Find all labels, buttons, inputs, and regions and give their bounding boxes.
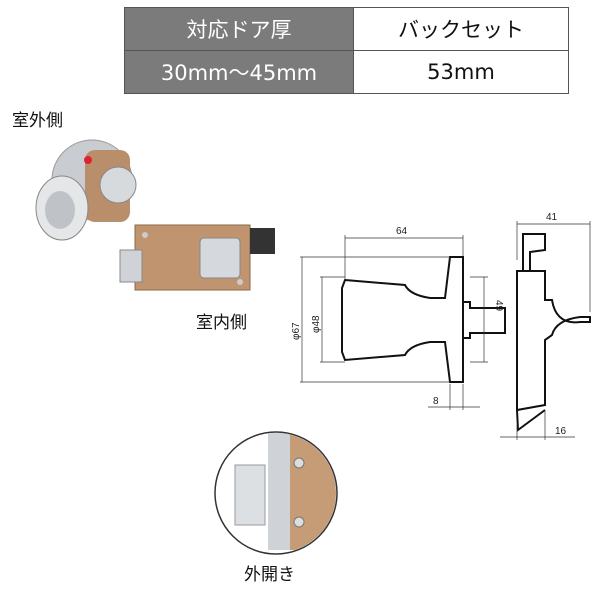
- dim-49: 49: [493, 300, 504, 312]
- spec-table: 対応ドア厚 バックセット 30mm〜45mm 53mm: [124, 7, 569, 94]
- dim-8: 8: [433, 396, 439, 407]
- technical-drawing: [341, 233, 591, 432]
- header-door-thickness: 対応ドア厚: [124, 7, 354, 51]
- outside-knob-photo: [35, 139, 137, 241]
- inside-latch-photo: [119, 224, 275, 291]
- dim-64: 64: [396, 226, 408, 237]
- dimension-lines: [300, 221, 591, 440]
- outward-open-detail: [214, 431, 338, 555]
- dim-41: 41: [546, 212, 558, 223]
- header-backset: バックセット: [353, 7, 569, 51]
- dim-phi67: φ67: [291, 322, 302, 340]
- value-door-thickness: 30mm〜45mm: [124, 50, 354, 94]
- value-backset: 53mm: [353, 50, 569, 94]
- label-outward-open: 外開き: [244, 565, 295, 585]
- dim-16: 16: [555, 426, 567, 437]
- label-inside: 室内側: [196, 313, 247, 333]
- dim-phi48: φ48: [311, 315, 322, 333]
- label-outside: 室外側: [12, 111, 63, 131]
